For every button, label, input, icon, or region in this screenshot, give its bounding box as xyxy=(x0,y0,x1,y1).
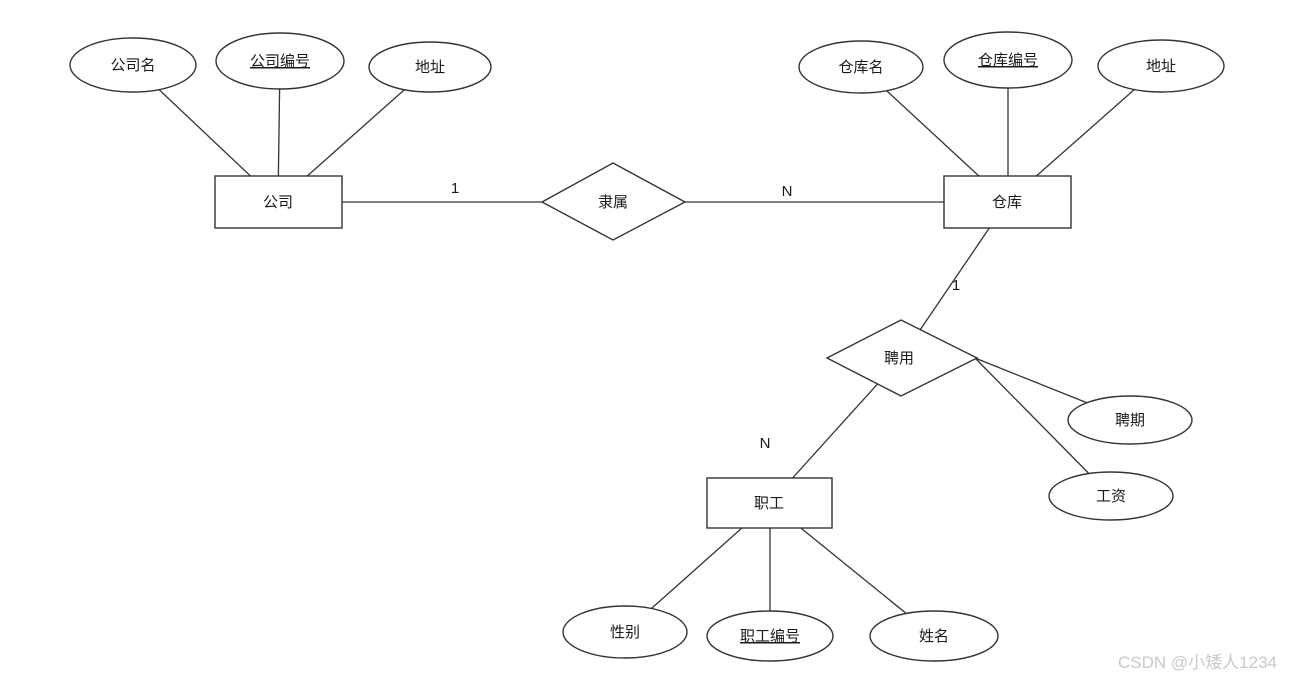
csdn-watermark: CSDN @小矮人1234 xyxy=(1118,653,1277,672)
warehouse-id-ellipse xyxy=(943,31,1073,89)
warehouse-label: 仓库 xyxy=(992,194,1022,211)
employ-diamond xyxy=(825,319,979,397)
cardinality-company-subordinate: 1 xyxy=(451,180,459,197)
entity-warehouse: 仓库 xyxy=(943,175,1072,229)
warehouse-address-label: 地址 xyxy=(1146,58,1176,75)
employ-term-label: 聘期 xyxy=(1115,412,1145,429)
company-name-label: 公司名 xyxy=(110,57,155,74)
company-label: 公司 xyxy=(263,194,293,211)
relationship-employ: 聘用 xyxy=(825,319,979,397)
attribute-company-address: 地址 xyxy=(368,41,492,93)
warehouse-address-ellipse xyxy=(1097,39,1225,93)
subordinate-diamond xyxy=(540,162,687,241)
employee-gender-label: 性别 xyxy=(610,624,640,641)
employ-term-ellipse xyxy=(1067,395,1193,445)
company-address-ellipse xyxy=(368,41,492,93)
employ-salary-label: 工资 xyxy=(1096,488,1126,505)
attribute-employee-gender: 性别 xyxy=(562,605,688,659)
warehouse-id-label: 仓库编号 xyxy=(978,52,1038,69)
company-id-ellipse xyxy=(215,32,345,90)
employee-rect xyxy=(706,477,833,529)
entity-employee: 职工 xyxy=(706,477,833,529)
company-address-label: 地址 xyxy=(415,59,445,76)
subordinate-label: 隶属 xyxy=(598,194,628,211)
cardinality-subordinate-warehouse: N xyxy=(782,183,793,200)
warehouse-rect xyxy=(943,175,1072,229)
company-id-label: 公司编号 xyxy=(250,53,310,70)
employ-salary-ellipse xyxy=(1048,471,1174,521)
warehouse-name-ellipse xyxy=(798,40,924,94)
cardinality-warehouse-employ: 1 xyxy=(952,277,960,294)
attribute-employee-name: 姓名 xyxy=(869,610,999,662)
attribute-employ-salary: 工资 xyxy=(1048,471,1174,521)
attribute-company-id: 公司编号 xyxy=(215,32,345,90)
employee-gender-ellipse xyxy=(562,605,688,659)
employee-name-ellipse xyxy=(869,610,999,662)
attribute-warehouse-name: 仓库名 xyxy=(798,40,924,94)
cardinality-employ-employee: N xyxy=(760,435,771,452)
employee-name-label: 姓名 xyxy=(919,628,949,645)
relationship-subordinate: 隶属 xyxy=(540,162,687,241)
attribute-company-name: 公司名 xyxy=(69,37,197,93)
employ-label: 聘用 xyxy=(884,350,914,367)
employee-id-label: 职工编号 xyxy=(740,628,800,645)
attribute-employee-id: 职工编号 xyxy=(706,610,834,662)
company-rect xyxy=(214,175,343,229)
company-name-ellipse xyxy=(69,37,197,93)
attribute-employ-term: 聘期 xyxy=(1067,395,1193,445)
employee-label: 职工 xyxy=(754,495,784,512)
employee-id-ellipse xyxy=(706,610,834,662)
connector-group xyxy=(132,60,1162,637)
entity-company: 公司 xyxy=(214,175,343,229)
attribute-warehouse-id: 仓库编号 xyxy=(943,31,1073,89)
warehouse-name-label: 仓库名 xyxy=(838,59,883,76)
attribute-warehouse-address: 地址 xyxy=(1097,39,1225,93)
